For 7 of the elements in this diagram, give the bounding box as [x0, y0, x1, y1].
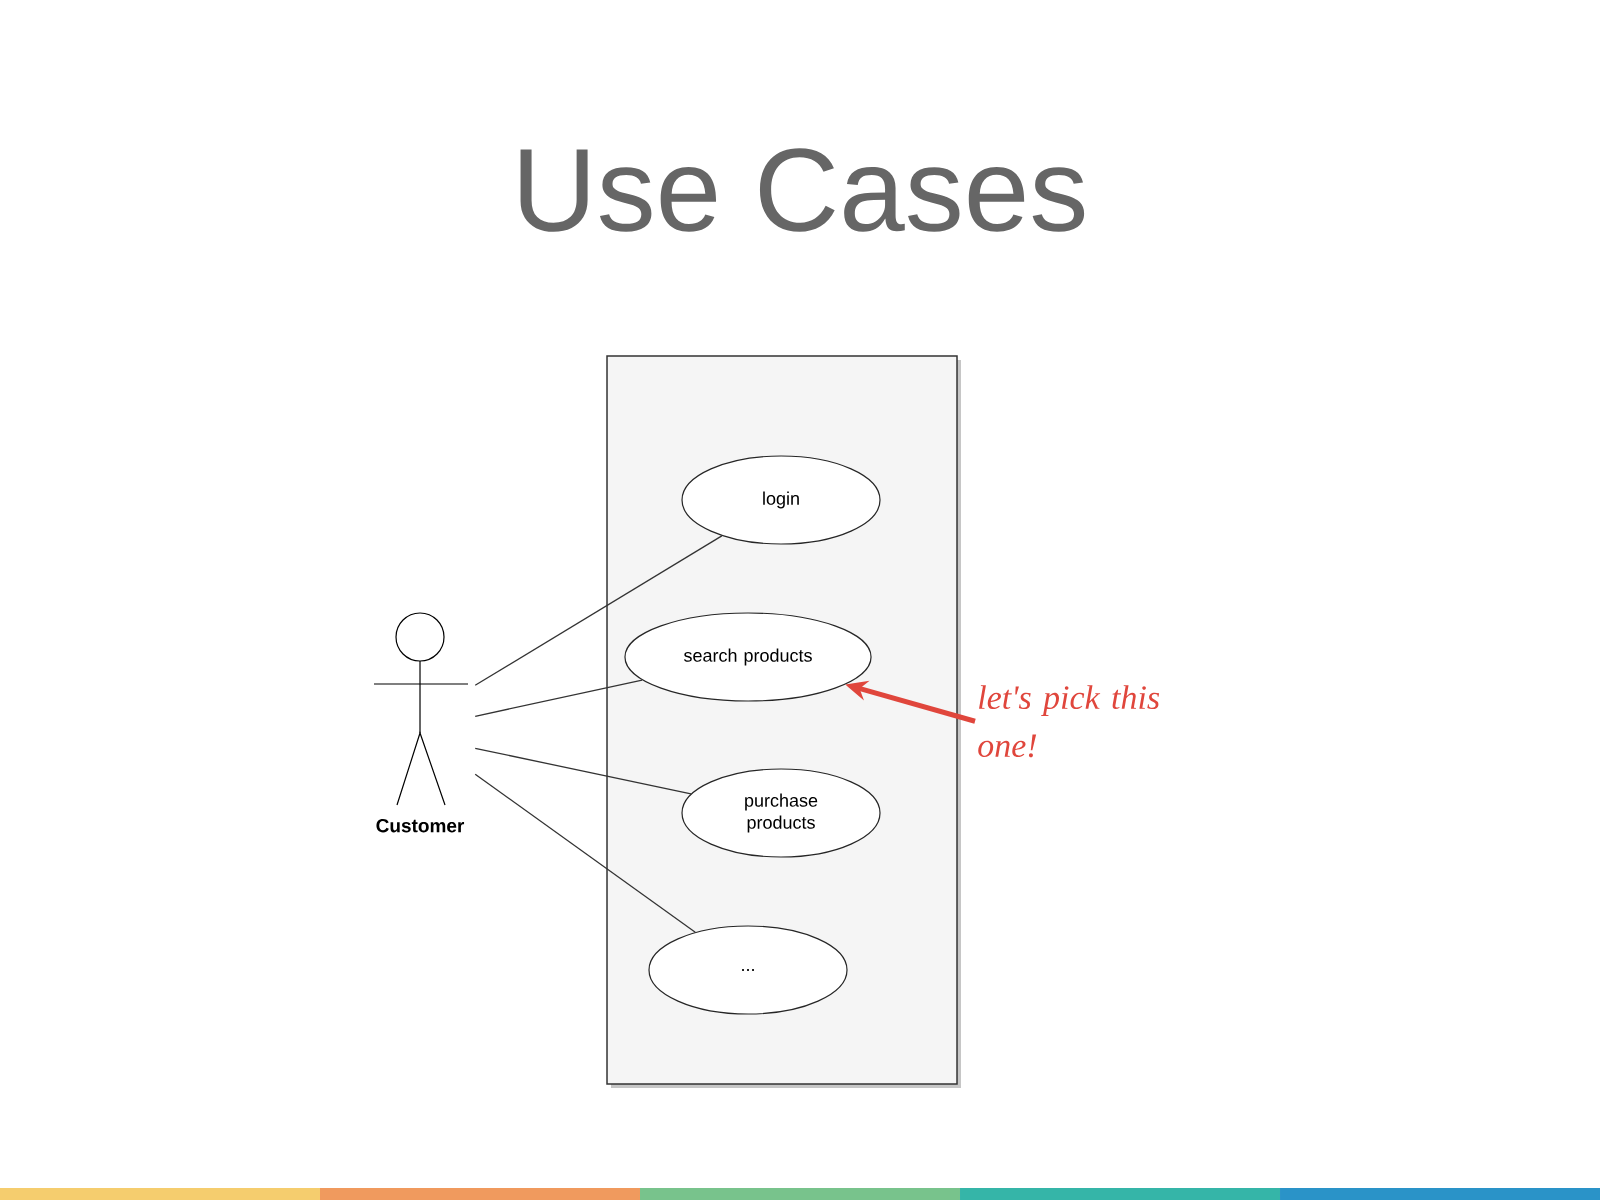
association-line — [474, 773, 696, 933]
handwritten-note: let's pick this one! — [978, 685, 1160, 758]
actor-label: Customer — [376, 818, 465, 833]
association-line — [474, 679, 643, 717]
slide-title: Use Cases — [520, 148, 1085, 232]
association-line — [474, 747, 692, 795]
association-line — [474, 535, 723, 686]
